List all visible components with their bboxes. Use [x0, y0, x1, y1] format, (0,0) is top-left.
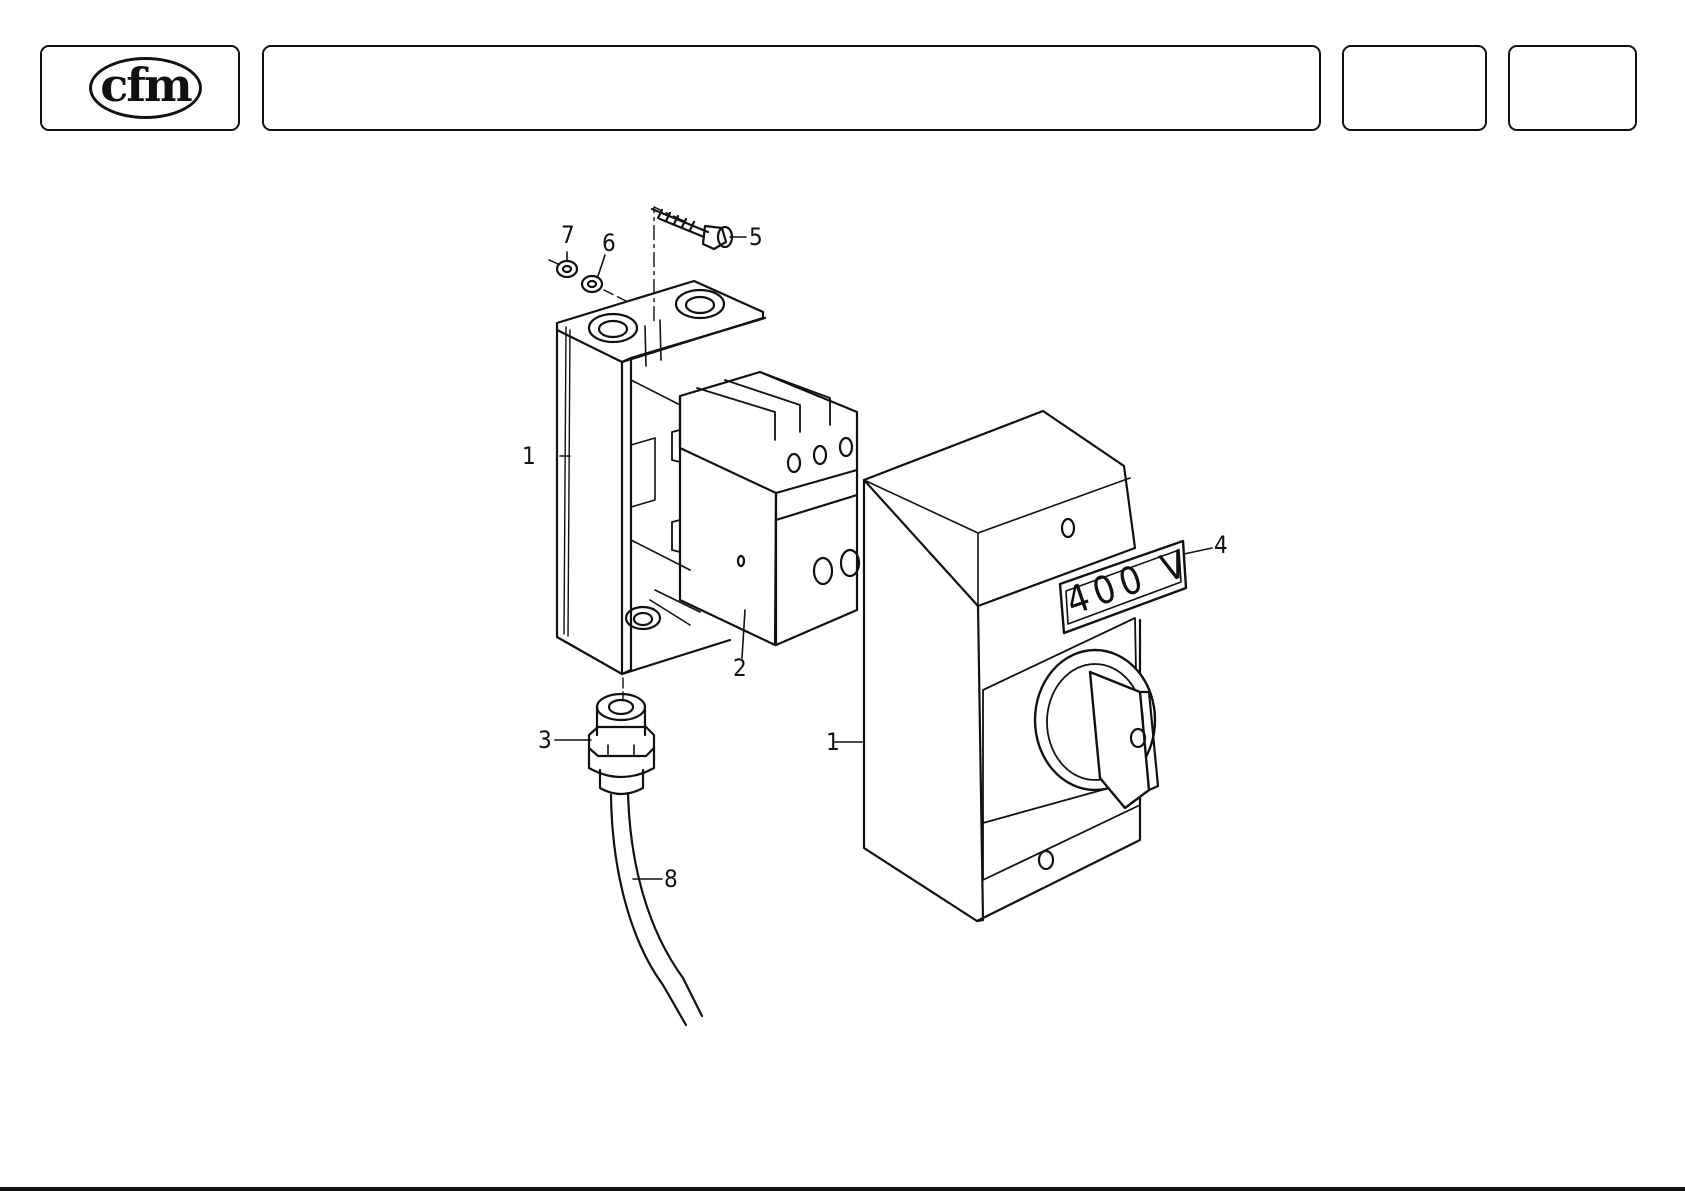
screw-part	[652, 209, 732, 249]
rotary-handle	[1035, 650, 1158, 808]
callout-5-screw: 5	[749, 223, 763, 251]
bottom-rule	[0, 1187, 1685, 1191]
nut-part	[557, 261, 577, 277]
callout-4-voltage-label: 4	[1214, 531, 1228, 559]
callout-3-cable-gland: 3	[538, 726, 552, 754]
enclosure-body	[557, 281, 765, 674]
callout-1-front-cover: 1	[826, 728, 840, 756]
washer-part	[582, 276, 602, 292]
cable-gland	[589, 678, 654, 794]
callout-6-washer: 6	[602, 229, 616, 257]
callout-1-enclosure: 1	[522, 442, 536, 470]
callout-8-cable: 8	[664, 865, 678, 893]
switch-module	[672, 372, 859, 645]
cable	[611, 793, 702, 1025]
callout-2-switch-module: 2	[733, 654, 747, 682]
callout-7-nut: 7	[561, 221, 575, 249]
voltage-plate-text: 400 V	[1061, 540, 1198, 624]
